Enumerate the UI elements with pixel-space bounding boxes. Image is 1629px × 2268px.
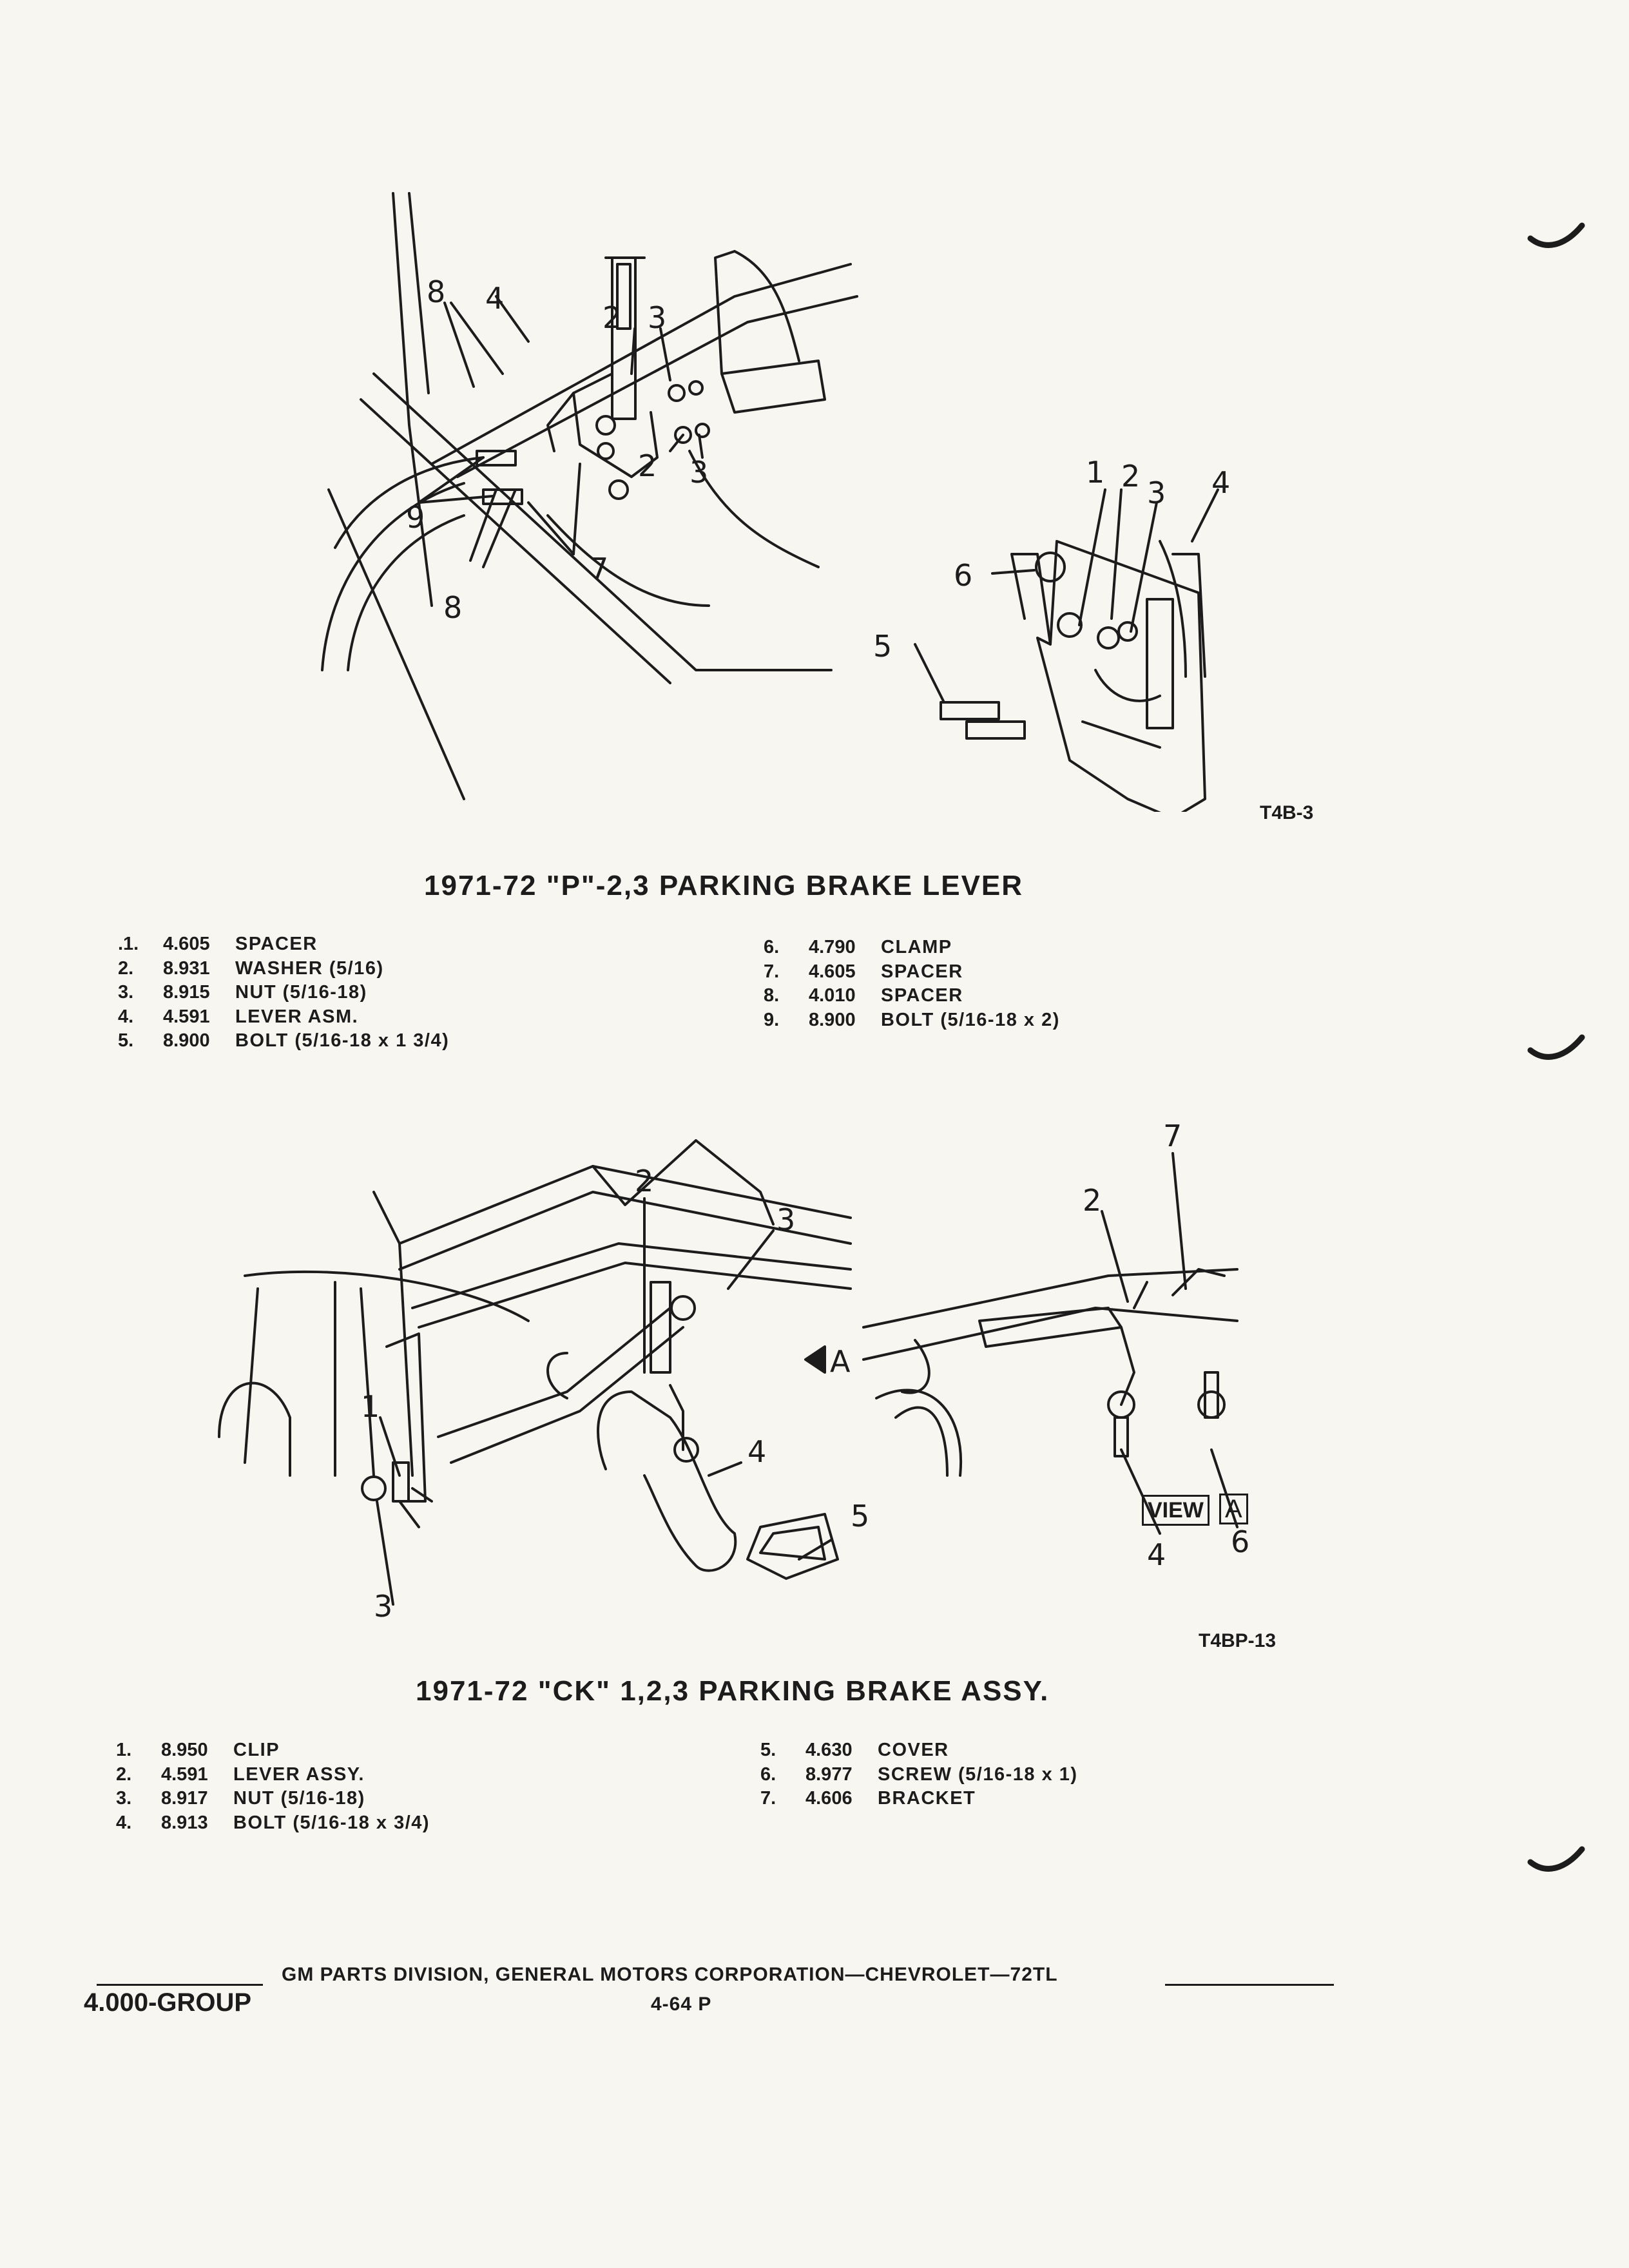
callout-4: 4 (485, 281, 505, 316)
binder-hole-mark (1527, 1846, 1585, 1872)
callout-4: 4 (1147, 1537, 1166, 1572)
figure-code: T4BP-13 (1199, 1630, 1277, 1651)
figure-title: 1971-72 "CK" 1,2,3 PARKING BRAKE ASSY. (416, 1675, 1050, 1707)
page-number: 4-64 P (651, 1994, 712, 2015)
callout-2: 2 (1083, 1183, 1102, 1218)
footer-publisher: GM PARTS DIVISION, GENERAL MOTORS CORPOR… (282, 1964, 1058, 1985)
ck-parking-brake-assy-drawing (218, 1139, 1239, 1606)
callout-1: 1 (361, 1389, 380, 1424)
callout-3: 3 (1147, 476, 1166, 510)
p-parking-brake-lever-drawing (321, 192, 1219, 812)
callout-6: 6 (954, 558, 973, 593)
callout-4: 4 (747, 1434, 767, 1469)
callout-5: 5 (851, 1499, 870, 1533)
callout-a: A (830, 1344, 851, 1379)
figure-code: T4B-3 (1260, 802, 1314, 823)
figure-ck-parking-brake-assy: 2 3 1 4 5 3 A 7 2 4 6 VIEW A (206, 1115, 1302, 1649)
callout-6: 6 (1231, 1524, 1250, 1559)
callout-2: 2 (635, 1164, 654, 1198)
callout-7: 7 (1163, 1119, 1182, 1153)
callout-7: 7 (590, 552, 609, 586)
callout-5: 5 (873, 629, 892, 664)
callout-2: 2 (1121, 459, 1141, 494)
callout-8: 8 (427, 274, 446, 309)
figure-title: 1971-72 "P"-2,3 PARKING BRAKE LEVER (424, 870, 1024, 901)
callout-2: 2 (638, 448, 657, 483)
callout-3: 3 (776, 1202, 796, 1237)
group-label: 4.000-GROUP (84, 1988, 252, 2017)
callout-3: 3 (648, 300, 667, 335)
callout-1: 1 (1086, 455, 1105, 490)
callout-8: 8 (443, 590, 463, 625)
callout-3: 3 (374, 1589, 393, 1624)
callout-9: 9 (406, 500, 425, 535)
figure-p-parking-brake-lever: 8 4 2 3 2 3 9 7 8 1 2 3 4 6 5 (271, 180, 1321, 812)
callout-4: 4 (1211, 465, 1231, 500)
footer-rule-left (97, 1984, 263, 1986)
callout-3: 3 (689, 455, 709, 490)
callout-2: 2 (602, 300, 622, 335)
footer-rule-right (1165, 1984, 1334, 1986)
binder-hole-mark (1527, 222, 1585, 248)
view-label: VIEW (1142, 1495, 1210, 1526)
view-letter: A (1219, 1494, 1248, 1524)
binder-hole-mark (1527, 1034, 1585, 1060)
